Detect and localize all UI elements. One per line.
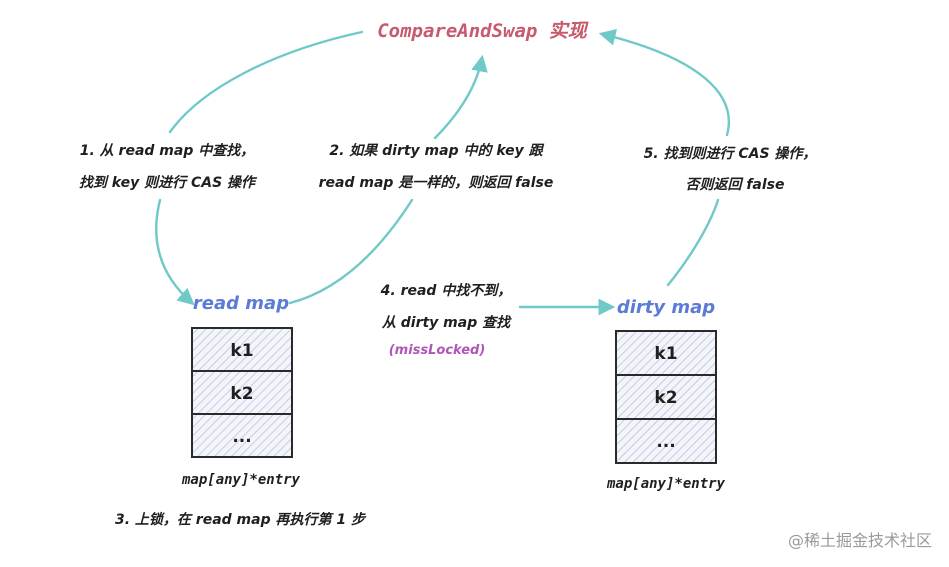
read-map-cell-key: ... — [232, 427, 251, 447]
step2-line1: 2. 如果 dirty map 中的 key 跟 — [329, 142, 544, 159]
arrow-read-map-to-step2 — [288, 198, 414, 305]
dirty-map-cell-key: k2 — [654, 388, 677, 408]
step5-line2: 否则返回 false — [685, 177, 784, 193]
dirty-map-type: map[any]*entry — [606, 476, 726, 492]
diagram-title: CompareAndSwap 实现 — [377, 20, 589, 42]
arrow-dirty-map-to-step5 — [666, 198, 720, 287]
step3-text: 3. 上锁，在 read map 再执行第 1 步 — [115, 511, 367, 528]
read-map-cell-key: k2 — [230, 384, 253, 404]
arrow-step2-to-title — [433, 54, 488, 140]
read-map-label: read map — [193, 293, 289, 314]
step1-line2: 找到 key 则进行 CAS 操作 — [79, 174, 258, 191]
dirty-map-cell: k2 — [615, 374, 717, 420]
read-map-cell: k1 — [191, 327, 293, 372]
read-map: read map k1 k2 ... map[any]*entry — [181, 293, 301, 488]
step1-line1: 1. 从 read map 中查找， — [80, 142, 254, 159]
dirty-map-cell-key: k1 — [654, 344, 677, 364]
dirty-map-cell-box — [615, 330, 717, 376]
dirty-map-cell-key: ... — [656, 432, 675, 452]
step4-line2: 从 dirty map 查找 — [382, 314, 512, 331]
read-map-cell-box — [191, 370, 293, 415]
arrow-step1-to-read-map — [155, 198, 195, 306]
read-map-type: map[any]*entry — [181, 472, 301, 488]
dirty-map-label: dirty map — [617, 297, 715, 318]
read-map-cell-key: k1 — [230, 341, 253, 361]
dirty-map-cell-box — [615, 418, 717, 464]
step5-line1: 5. 找到则进行 CAS 操作， — [644, 145, 817, 162]
dirty-map-cell: ... — [615, 418, 717, 464]
arrow-step5-to-title — [598, 29, 730, 137]
step4-line1: 4. read 中找不到， — [380, 282, 512, 299]
dirty-map-cell: k1 — [615, 330, 717, 376]
arrow-title-to-step1 — [168, 30, 364, 134]
read-map-cell-box — [191, 327, 293, 372]
dirty-map: dirty map k1 k2 ... map[any]*entry — [606, 297, 726, 492]
step4-miss-locked-note: (missLocked) — [389, 343, 486, 358]
read-map-cell: k2 — [191, 370, 293, 415]
watermark: @稀土掘金技术社区 — [788, 531, 932, 550]
dirty-map-cell-box — [615, 374, 717, 420]
step2-line2: read map 是一样的，则返回 false — [319, 174, 554, 191]
read-map-cell-box — [191, 413, 293, 458]
read-map-cell: ... — [191, 413, 293, 458]
